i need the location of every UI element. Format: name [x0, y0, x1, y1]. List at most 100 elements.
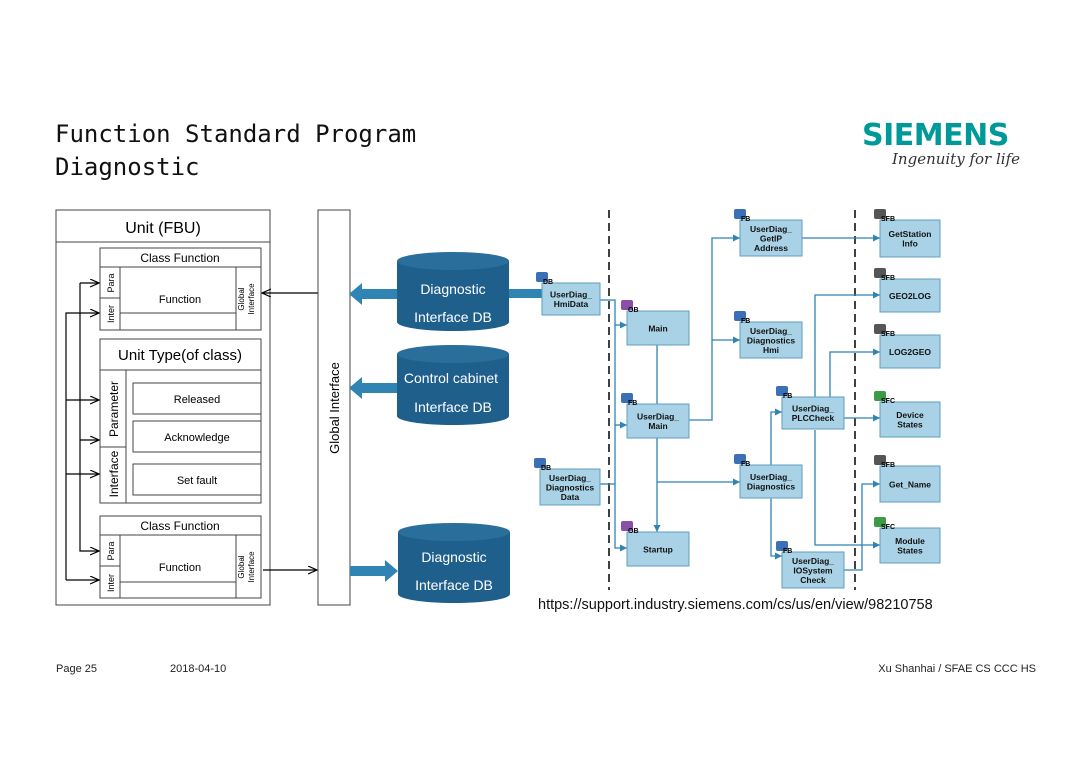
block-iosys-type-icon — [776, 541, 788, 551]
block-modstates-label: States — [897, 546, 923, 556]
block-log2geo-tag: SFB — [881, 331, 895, 338]
acknowledge-label: Acknowledge — [164, 432, 229, 444]
block-log2geo: SFB LOG2GEO — [874, 324, 941, 369]
global-label-top-2: Interface — [247, 283, 256, 315]
db-cylinder-control-cabinet: Control cabinet Interface DB — [397, 345, 509, 425]
block-diagnostics-box — [739, 464, 803, 499]
block-startup-box — [626, 531, 690, 567]
block-modstates-tag: SFC — [881, 524, 895, 531]
block-devstates-type-icon — [874, 391, 886, 401]
released-box — [132, 382, 262, 415]
block-plccheck-label: PLCCheck — [792, 413, 835, 423]
block-iosys-box — [781, 551, 845, 589]
unit-type-box: Unit Type(of class) Parameter Interface … — [99, 338, 262, 504]
page-title: Function Standard Program Diagnostic — [55, 118, 416, 184]
db-cylinder-diagnostic-bottom: Diagnostic Interface DB — [398, 523, 510, 603]
block-diagdata-box — [539, 468, 601, 506]
para-label-bottom: Para — [106, 541, 116, 560]
class-function-top-box — [99, 247, 262, 331]
db1-line2: Interface DB — [414, 309, 492, 325]
block-iosys-label: IOSystem — [793, 565, 833, 575]
block-log2geo-box — [879, 334, 941, 369]
block-iosys-label: UserDiag_ — [792, 556, 834, 566]
db2-line2: Interface DB — [414, 399, 492, 415]
block-getip-box — [739, 219, 803, 257]
class-function-bottom: Class Function Para Inter Function Globa… — [99, 515, 262, 599]
interface-label: Interface — [107, 450, 121, 497]
set-fault-box — [132, 463, 262, 496]
footer-page: Page 25 — [56, 663, 97, 675]
block-diagdata-label: Data — [561, 492, 580, 502]
block-getip-label: UserDiag_ — [750, 224, 792, 234]
block-diagnostics-label: Diagnostics — [747, 482, 795, 492]
block-getstation-label: GetStation — [889, 229, 932, 239]
block-getstation-type-icon — [874, 209, 886, 219]
block-getstation-label: Info — [902, 239, 918, 249]
block-plccheck-box — [781, 396, 845, 430]
block-iosys-tag: FB — [783, 548, 792, 555]
set-fault-label: Set fault — [177, 475, 217, 487]
class-function-bottom-box — [99, 515, 262, 599]
page-title-line2: Diagnostic — [55, 153, 200, 181]
block-startup-type-icon — [621, 521, 633, 531]
block-getname-box — [879, 465, 941, 503]
block-startup-label: Startup — [643, 544, 673, 554]
block-getip-type-icon — [734, 209, 746, 219]
block-devstates-box — [879, 401, 941, 438]
block-hmidata-box — [541, 282, 601, 316]
fbu-panel: Unit (FBU) Class Function Para Inter Fun… — [55, 209, 318, 606]
db1-line1: Diagnostic — [420, 281, 485, 297]
block-plccheck-type-icon — [776, 386, 788, 396]
block-main-label: Main — [648, 323, 667, 333]
para-label-top: Para — [106, 273, 116, 292]
block-diaghmi-label: Hmi — [763, 345, 779, 355]
block-log2geo-type-icon — [874, 324, 886, 334]
global-label-bottom-2: Interface — [247, 551, 256, 583]
block-log2geo-label: LOG2GEO — [889, 347, 931, 357]
block-getname-type-icon — [874, 455, 886, 465]
function-label-bottom: Function — [159, 562, 201, 574]
block-devstates-label: States — [897, 420, 923, 430]
block-geo2log-type-icon — [874, 268, 886, 278]
brand-tagline: Ingenuity for life — [892, 150, 1020, 168]
fbu-connectors — [65, 283, 318, 580]
block-geo2log-label: GEO2LOG — [889, 291, 931, 301]
block-plccheck-tag: FB — [783, 393, 792, 400]
inter-label-bottom: Inter — [106, 574, 116, 592]
block-diagnostics-type-icon — [734, 454, 746, 464]
class-function-top-header: Class Function — [140, 251, 219, 265]
db-arrows — [349, 283, 542, 582]
block-modstates-label: Module — [895, 536, 925, 546]
block-iosys-label: Check — [800, 575, 826, 585]
block-diaghmi-label: Diagnostics — [747, 335, 795, 345]
block-diaghmi-type-icon — [734, 311, 746, 321]
block-hmidata-label: HmiData — [554, 299, 589, 309]
support-url[interactable]: https://support.industry.siemens.com/cs/… — [538, 597, 933, 613]
block-modstates-box — [879, 527, 941, 564]
block-diaghmi-box — [739, 321, 803, 359]
block-diagdata-label: Diagnostics — [546, 482, 594, 492]
block-getip-label: Address — [754, 243, 788, 253]
block-diaghmi-label: UserDiag_ — [750, 326, 792, 336]
block-getstation-tag: SFB — [881, 216, 895, 223]
block-getip-tag: FB — [741, 216, 750, 223]
block-getname-tag: SFB — [881, 462, 895, 469]
block-plccheck-label: UserDiag_ — [792, 404, 834, 414]
block-diagnostics-tag: FB — [741, 461, 750, 468]
class-function-bottom-header: Class Function — [140, 519, 219, 533]
